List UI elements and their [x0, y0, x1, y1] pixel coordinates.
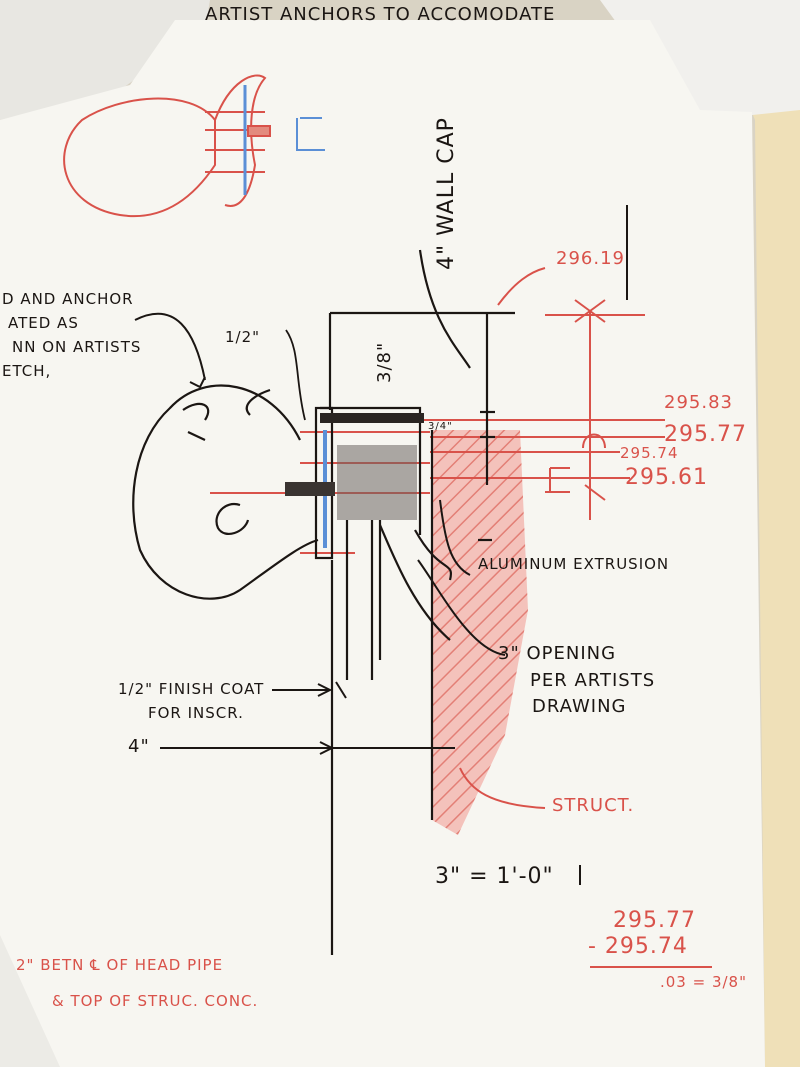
elevation-295-83: 295.83: [664, 392, 733, 413]
struct-label: STRUCT.: [552, 795, 635, 816]
elevation-295-61: 295.61: [625, 465, 708, 490]
head-note-line-4: ETCH,: [2, 362, 52, 380]
leader-extrusion: [439, 499, 471, 576]
head-note-line-1: D AND ANCHOR: [2, 290, 134, 308]
finish-coat-line-1: 1/2" FINISH COAT: [118, 680, 265, 698]
calc-result: .03 = 3/8": [660, 973, 747, 991]
four-inch-dim: 4": [128, 736, 150, 757]
leader-opening: [417, 559, 506, 656]
structure-hatch: [432, 430, 528, 835]
calc-line-1: 295.77: [613, 908, 696, 933]
bottom-note-line-2: & TOP OF STRUC. CONC.: [52, 992, 259, 1010]
paper-scrap-top-left: [0, 0, 210, 120]
small-head-sketch: [63, 74, 271, 218]
elevation-296-19: 296.19: [556, 248, 625, 269]
opening-note-line-1: 3" OPENING: [498, 643, 617, 664]
opening-note-line-2: PER ARTISTS: [530, 670, 656, 691]
top-note: ARTIST ANCHORS TO ACCOMODATE: [205, 4, 556, 25]
cap-plate: [320, 413, 424, 423]
head-note-line-3: NN ON ARTISTS: [12, 338, 142, 356]
elevation-295-74: 295.74: [620, 444, 679, 462]
calc-line-2: - 295.74: [588, 934, 688, 959]
three-fourths-dim: 3/4": [428, 421, 453, 432]
anchor-rod: [285, 482, 335, 496]
finish-coat-line-2: FOR INSCR.: [148, 704, 244, 722]
half-inch-dim: 1/2": [225, 328, 261, 346]
dimension-lines: [160, 205, 628, 885]
head-profile-sketch: [132, 384, 319, 600]
aluminum-extrusion-label: ALUMINUM EXTRUSION: [478, 555, 670, 573]
elevation-295-77: 295.77: [664, 422, 747, 447]
leader-head-note: [134, 312, 206, 381]
opening-note-line-3: DRAWING: [532, 696, 627, 717]
bottom-note-line-1: 2" BETN ℄ OF HEAD PIPE: [16, 956, 224, 974]
leader-half-inch: [285, 329, 306, 421]
scale-note: 3" = 1'-0": [435, 864, 554, 889]
extrusion-block: [337, 445, 417, 520]
wall-cap-label: 4" WALL CAP: [434, 117, 459, 270]
head-note-line-2: ATED AS: [8, 314, 79, 332]
paper-sheet: [0, 20, 765, 1067]
tan-folder: [730, 40, 800, 1067]
three-eighths-dim: 3/8": [374, 341, 395, 383]
small-blue-bracket: [296, 117, 325, 151]
